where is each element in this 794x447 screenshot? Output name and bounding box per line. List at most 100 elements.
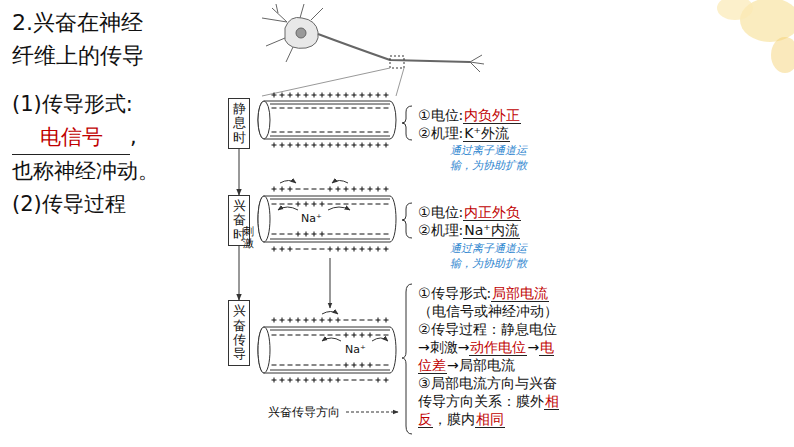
label-text: ，膜内 <box>433 411 475 427</box>
charge-sign <box>368 108 373 109</box>
charge-sign <box>290 318 291 323</box>
charge-sign <box>290 93 291 98</box>
charge-sign <box>360 204 365 205</box>
charge-sign <box>378 318 379 323</box>
charge-sign <box>362 187 363 192</box>
charge-sign <box>322 202 323 207</box>
current-arrow <box>328 207 350 210</box>
charge-sign <box>386 378 387 383</box>
charge-sign <box>384 234 389 235</box>
local-currents <box>278 181 398 413</box>
label-text: → <box>527 339 539 355</box>
text-group: 通过离子通道运输，为协助扩散 <box>450 143 546 173</box>
label-text: (2)传导过程 <box>12 188 166 221</box>
charge-sign <box>360 380 365 381</box>
charge-sign <box>298 378 299 383</box>
charge-sign <box>298 93 299 98</box>
charge-sign <box>306 143 307 148</box>
label-text: →局部电流 <box>447 357 515 373</box>
answer-text: 局部电流 <box>491 285 549 302</box>
current-arrow <box>280 181 296 184</box>
charge-sign <box>376 108 381 109</box>
charge-sign <box>314 232 315 237</box>
charge-sign <box>344 380 349 381</box>
charge-sign <box>354 93 355 98</box>
charge-sign <box>338 143 339 148</box>
charge-sign <box>296 189 301 190</box>
nerve-fibers <box>258 101 396 373</box>
charge-sign <box>328 132 333 133</box>
label-text: ①电位: <box>418 204 463 220</box>
charge-sign <box>354 247 355 252</box>
charge-sign <box>288 132 293 133</box>
charge-sign <box>376 365 381 366</box>
label-text: (1)传导形式: <box>12 88 166 121</box>
charge-sign <box>312 335 317 336</box>
current-arrow <box>322 338 341 341</box>
charge-sign <box>290 187 291 192</box>
decoration <box>717 0 794 73</box>
text-group: 兴奋传导方向 <box>268 405 348 420</box>
charge-sign <box>386 187 387 192</box>
charge-sign <box>346 143 347 148</box>
charge-sign <box>280 108 285 109</box>
charge-sign <box>386 93 387 98</box>
charge-sign <box>304 249 309 250</box>
current-arrow <box>372 338 388 341</box>
charge-sign <box>338 247 339 252</box>
charge-sign <box>298 143 299 148</box>
charge-sign <box>330 143 331 148</box>
charge-sign <box>344 132 349 133</box>
charge-sign <box>354 143 355 148</box>
charge-sign <box>296 108 301 109</box>
charge-sign <box>320 108 325 109</box>
fiber-cylinder <box>258 101 396 139</box>
charge-sign <box>346 363 347 368</box>
charge-sign <box>362 247 363 252</box>
fiber-cylinder <box>258 327 396 373</box>
charge-sign <box>354 187 355 192</box>
membrane-line <box>270 199 390 239</box>
charge-sign <box>362 363 363 368</box>
charge-sign <box>354 333 355 338</box>
charge-sign <box>304 132 309 133</box>
fiber-end <box>258 101 270 139</box>
charge-sign <box>280 204 285 205</box>
cell-body <box>285 17 318 48</box>
charge-sign <box>362 333 363 338</box>
charge-sign <box>344 204 349 205</box>
charge-sign <box>322 232 323 237</box>
charge-sign <box>362 93 363 98</box>
fiber-end <box>258 327 270 373</box>
charge-sign <box>378 187 379 192</box>
charge-sign <box>368 132 373 133</box>
charge-sign <box>384 132 389 133</box>
charge-sign <box>330 318 331 323</box>
label-text: ②机理: <box>418 222 463 238</box>
charge-sign <box>378 247 379 252</box>
charge-sign <box>336 335 341 336</box>
charge-sign <box>320 365 325 366</box>
label-text: （电信号或神经冲动） <box>418 303 558 319</box>
charge-sign <box>376 335 381 336</box>
charge-sign <box>306 232 307 237</box>
label-text: ①电位: <box>418 107 463 123</box>
membrane-line <box>270 330 390 370</box>
text-group: ①电位:内负外正②机理:K⁺外流 <box>418 106 558 142</box>
text-group: ①传导形式:局部电流（电信号或神经冲动）②传导过程：静息电位→刺激→动作电位→电… <box>418 284 560 428</box>
deco-blob <box>771 37 794 73</box>
charge-sign <box>352 132 357 133</box>
charge-sign <box>330 378 331 383</box>
charge-sign <box>306 318 307 323</box>
current-arrow <box>322 312 338 315</box>
deco-blob <box>717 0 753 20</box>
charge-sign <box>378 93 379 98</box>
charge-sign <box>384 204 389 205</box>
charge-sign <box>272 108 277 109</box>
charge-sign <box>386 143 387 148</box>
slide-title: 2.兴奋在神经纤维上的传导 <box>12 6 152 72</box>
charge-sign <box>338 378 339 383</box>
membrane-line <box>270 104 390 136</box>
charge-sign <box>346 333 347 338</box>
